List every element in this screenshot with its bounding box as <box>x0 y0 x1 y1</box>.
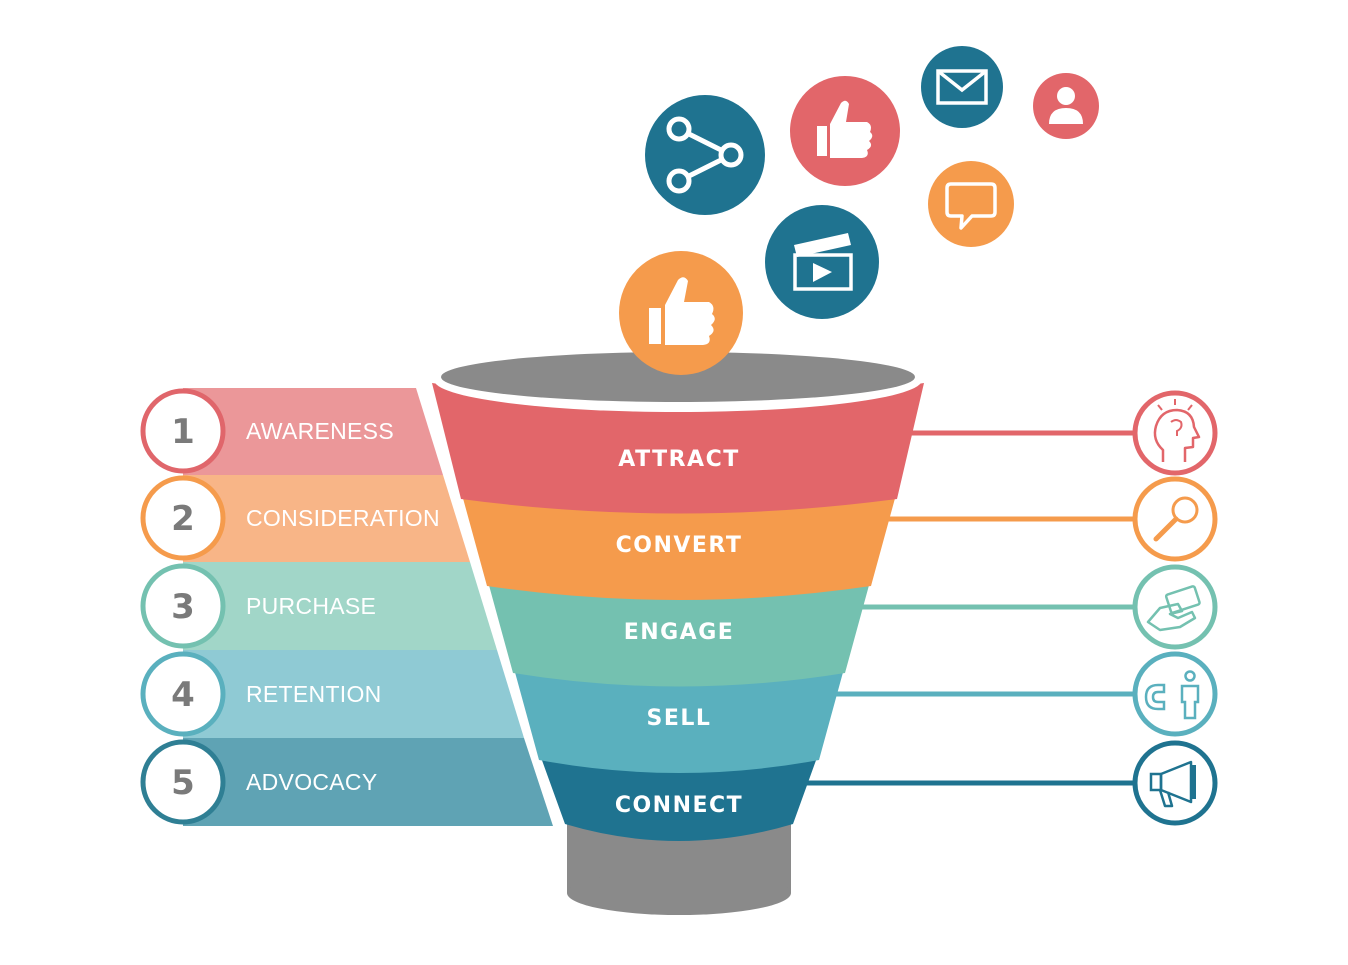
stage-number: 3 <box>171 587 195 627</box>
funnel-band-convert <box>461 491 897 600</box>
video-clapper-icon <box>765 205 879 319</box>
funnel-band-attract <box>432 383 924 514</box>
funnel-band-connect <box>539 752 819 841</box>
magnifier-icon <box>1132 476 1218 562</box>
funnel-band-engage <box>487 578 871 687</box>
thumbs-up-icon <box>790 76 900 186</box>
stage-number: 5 <box>171 763 195 803</box>
stage-bar-awareness <box>183 388 443 475</box>
chat-bubble-icon <box>928 161 1014 247</box>
funnel-band-sell <box>513 665 845 773</box>
funnel-label-convert: CONVERT <box>616 533 743 558</box>
funnel-opening <box>441 352 915 402</box>
stage-badge-5: 5 <box>140 739 226 825</box>
funnel-label-attract: ATTRACT <box>618 447 739 472</box>
user-icon <box>1033 73 1099 139</box>
mail-icon <box>921 46 1003 128</box>
stage-bar-advocacy <box>183 738 553 826</box>
stage-badge-2: 2 <box>140 475 226 561</box>
funnel: ATTRACT CONVERT ENGAGE SELL CONNECT <box>432 348 924 915</box>
stage-icons <box>1132 390 1218 826</box>
stage-bar-purchase <box>183 562 497 650</box>
connector-lines <box>795 430 1136 786</box>
stage-badge-4: 4 <box>140 651 226 737</box>
megaphone-icon <box>1132 740 1218 826</box>
funnel-label-sell: SELL <box>647 706 712 731</box>
funnel-label-connect: CONNECT <box>615 793 743 818</box>
stage-bar-retention <box>183 650 524 738</box>
stage-number: 2 <box>171 499 195 539</box>
stage-label-advocacy: ADVOCACY <box>246 769 377 795</box>
stage-badge-3: 3 <box>140 563 226 649</box>
hand-card-icon <box>1132 564 1218 650</box>
thumbs-up-icon <box>619 251 743 375</box>
stage-label-awareness: AWARENESS <box>246 418 394 444</box>
stage-label-consideration: CONSIDERATION <box>246 505 440 531</box>
stage-number: 4 <box>171 675 195 715</box>
stage-number: 1 <box>171 412 195 452</box>
share-icon <box>645 95 765 215</box>
stage-badge-1: 1 <box>140 388 226 474</box>
magnet-person-icon <box>1132 651 1218 737</box>
stage-label-purchase: PURCHASE <box>246 593 376 619</box>
stage-label-retention: RETENTION <box>246 681 382 707</box>
funnel-label-engage: ENGAGE <box>624 620 735 645</box>
social-icons <box>619 46 1099 375</box>
stage-list: 1 2 3 4 5 AWARENESS CONSIDERATION PURCHA… <box>140 388 553 826</box>
idea-head-icon <box>1132 390 1218 476</box>
stage-bar-consideration <box>183 475 470 562</box>
